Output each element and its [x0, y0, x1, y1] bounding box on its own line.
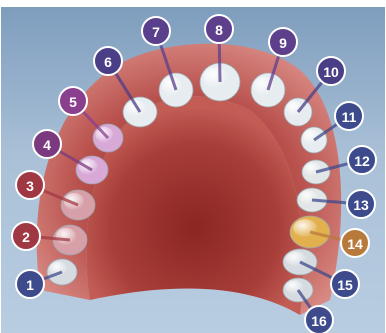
tooth-8-highlight — [203, 67, 227, 88]
tooth-number-label: 12 — [354, 153, 370, 169]
tooth-number-label: 8 — [215, 22, 223, 38]
tooth-2-highlight — [56, 228, 76, 245]
tooth-number-label: 1 — [26, 277, 34, 293]
tooth-number-label: 10 — [323, 64, 339, 80]
tooth-number-label: 7 — [152, 24, 160, 40]
tooth-number-label: 5 — [69, 94, 77, 110]
tooth-13-highlight — [299, 190, 317, 203]
tooth-14-highlight — [293, 219, 317, 237]
tooth-number-label: 11 — [342, 109, 357, 125]
tooth-number-label: 4 — [43, 137, 51, 153]
tooth-number-label: 13 — [353, 197, 369, 213]
tooth-number-label: 14 — [347, 236, 363, 252]
tooth-number-label: 2 — [22, 229, 30, 245]
tooth-number-label: 9 — [279, 35, 287, 51]
tooth-number-label: 15 — [337, 277, 353, 293]
tooth-6-highlight — [126, 100, 146, 117]
tooth-number-label: 16 — [311, 313, 327, 329]
tooth-number-label: 6 — [104, 54, 112, 70]
tooth-number-label: 3 — [26, 178, 34, 194]
tooth-12-highlight — [304, 162, 321, 175]
